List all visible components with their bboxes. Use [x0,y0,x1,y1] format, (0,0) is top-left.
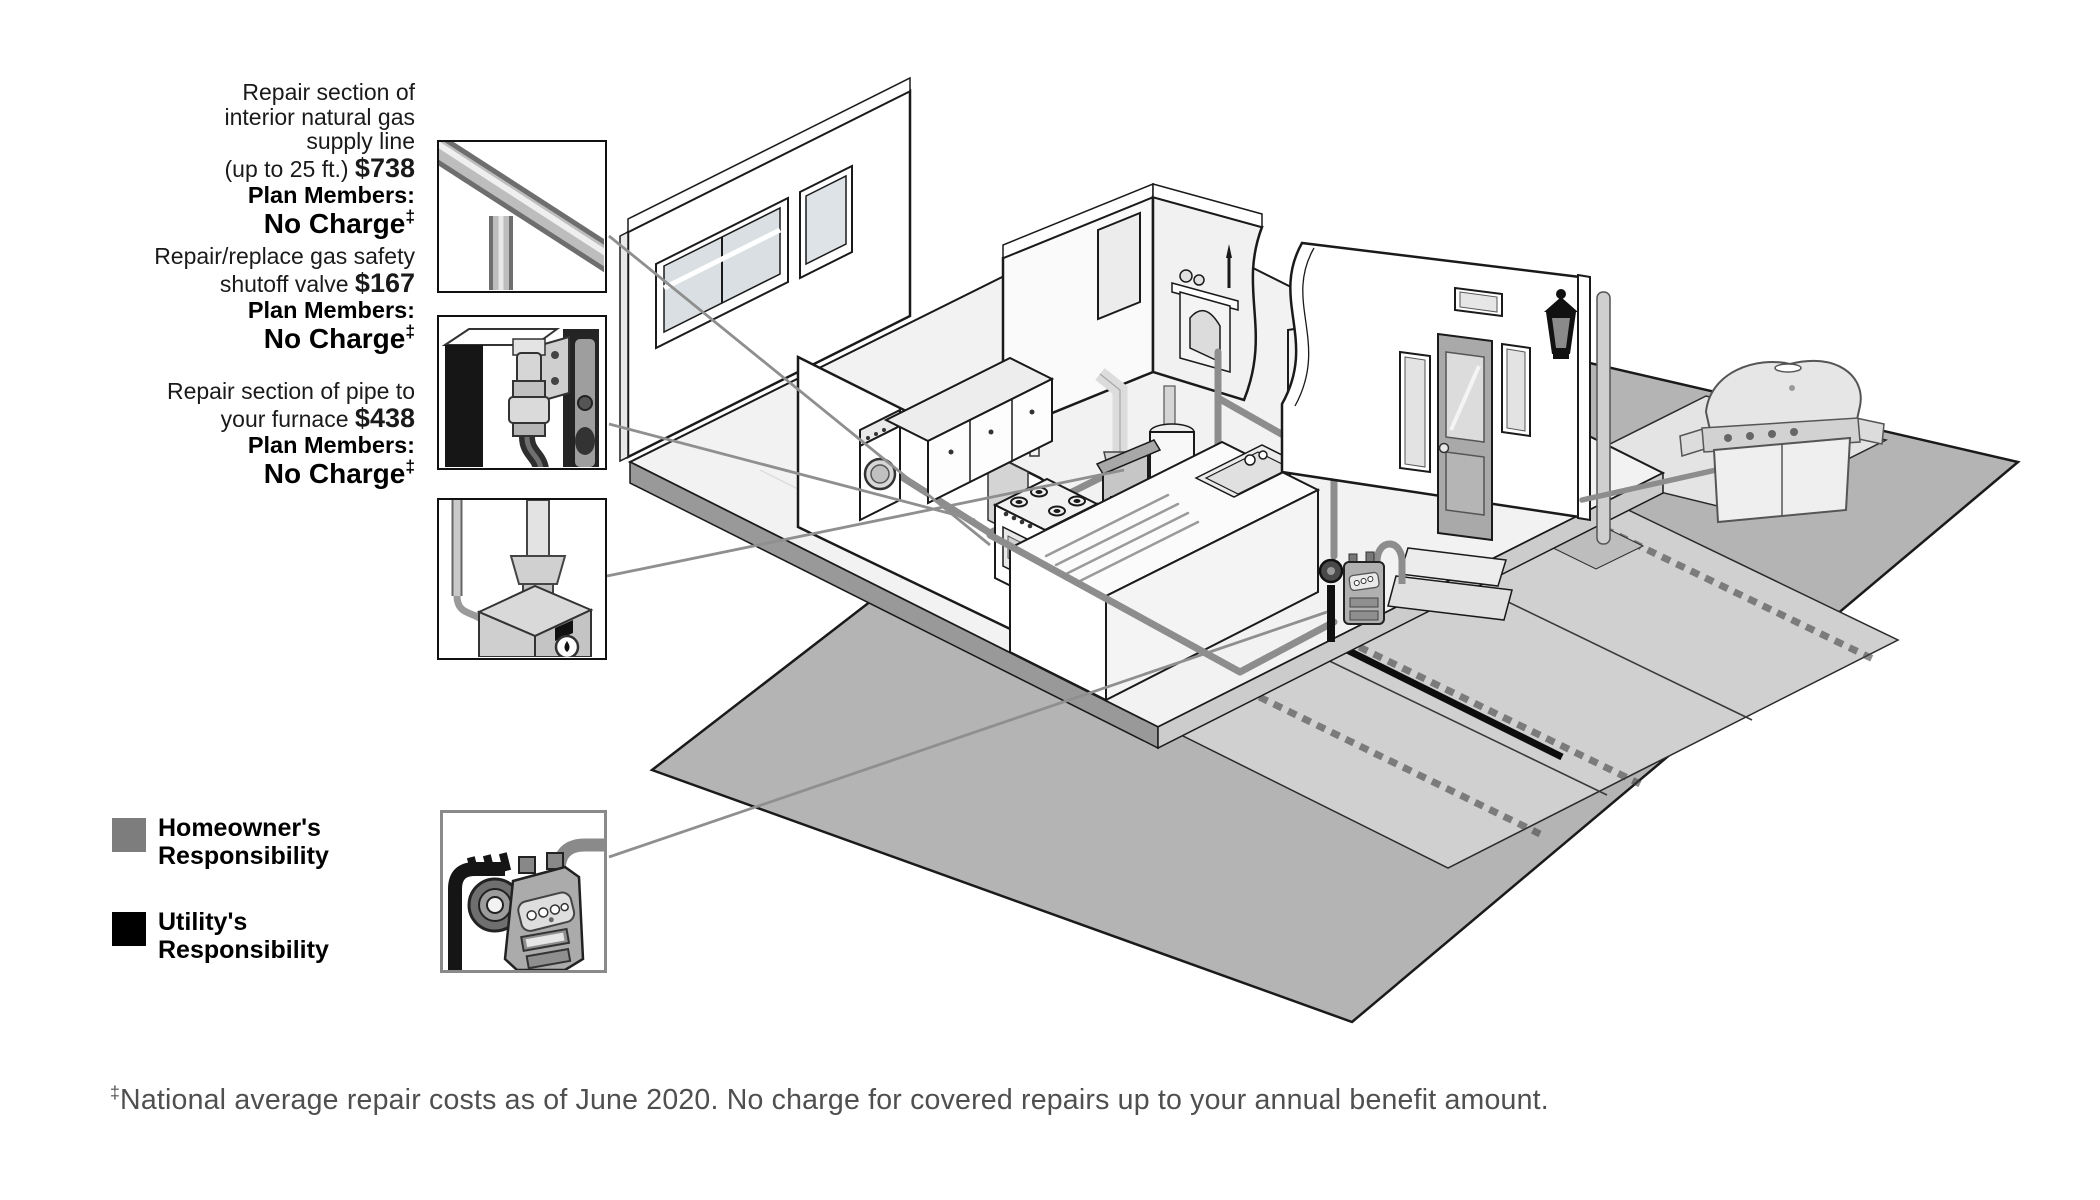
drainboard-grooves [1044,493,1200,585]
price: $438 [354,402,415,433]
laundry-windows [655,164,853,350]
soap-bottle [1244,454,1256,466]
utility-underground-gas-line [1329,638,1564,761]
callout-price-line: shutoff valve $167 [219,267,415,298]
thumbnail-shutoff-valve [437,315,607,470]
callout-price-line: your furnace $438 [220,402,415,433]
gas-meter-icon [448,838,604,970]
callout-line: Repair section of pipe to [166,378,415,404]
cabinets [883,356,1055,505]
thumbnail-gas-meter [440,810,607,973]
porch-lantern-icon [1544,289,1578,359]
callout-supply-line: Repair section of interior natural gas s… [60,79,416,239]
callout-furnace-pipe: Repair section of pipe to your furnace $… [60,379,415,489]
washer [859,408,901,522]
footnote: ‡National average repair costs as of Jun… [110,1082,1549,1116]
callout-line: Repair section of [242,79,415,105]
front-door [1437,332,1493,542]
price: $738 [354,152,415,183]
meter-outlet-pipe [1373,540,1406,584]
entry-wall [1280,241,1611,621]
no-charge-label: No Charge‡ [263,456,415,489]
footnote-marker: ‡ [110,1082,121,1103]
homeowner-color-swatch [112,818,146,852]
callout-shutoff-valve: Repair/replace gas safety shutoff valve … [60,244,415,354]
foundation-edge-right [1157,471,1664,750]
soap-bottle [1258,450,1268,460]
no-charge-label: No Charge‡ [263,321,415,354]
callout-price-line: (up to 25 ft.) $738 [224,152,415,183]
laundry-wall [619,76,912,463]
thumbnail-furnace [437,498,607,660]
price: $167 [354,267,415,298]
living-room-walls [1001,182,1264,435]
shutoff-valve-icon [441,328,599,467]
gas-meter [1318,540,1406,642]
plan-members-label: Plan Members: [247,431,415,458]
front-steps [1387,547,1513,621]
footnote-marker: ‡ [405,456,415,477]
utility-legend-label: Utility's Responsibility [158,908,329,964]
door-knob [1438,442,1450,454]
footnote-marker: ‡ [405,206,415,227]
callout-leader-lines [606,234,1328,859]
plan-members-label: Plan Members: [247,296,415,323]
downspout [1596,291,1611,545]
island-sink-counter [1007,440,1321,702]
pipe-tee-icon [439,142,604,290]
furnace-icon [451,500,594,657]
callout-line: supply line [306,128,415,154]
footnote-marker: ‡ [405,321,415,342]
callout-line: Repair/replace gas safety [154,243,415,269]
utility-color-swatch [112,912,146,946]
homeowner-gas-line-front [986,531,1338,676]
thumbnail-supply-line-pipe [437,140,607,293]
plan-members-label: Plan Members: [247,181,415,208]
flue-pipe [1095,368,1128,452]
interior-doorway [1097,211,1141,321]
no-charge-label: No Charge‡ [263,206,415,239]
homeowner-legend-label: Homeowner's Responsibility [158,814,329,870]
callout-line: interior natural gas [224,103,416,130]
bbq-grill [1679,359,1885,524]
